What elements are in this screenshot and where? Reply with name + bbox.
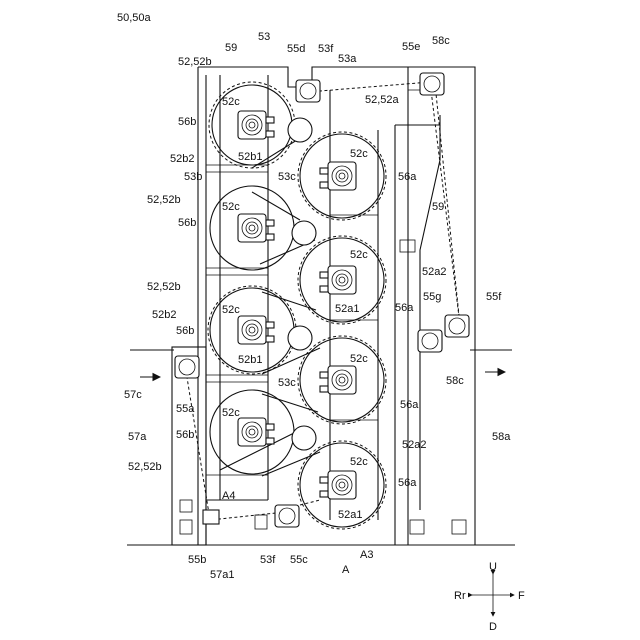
label-53f-top: 53f (318, 43, 334, 55)
label-52b1-2: 52b1 (238, 354, 262, 366)
label-53f-bot: 53f (260, 554, 276, 566)
label-56b-2: 56b (178, 217, 196, 229)
label-58c: 58c (446, 375, 464, 387)
drive-unit (320, 471, 356, 499)
label-52b1-1: 52b1 (238, 151, 262, 163)
idler-1 (288, 118, 312, 142)
drive-unit (238, 418, 274, 446)
label-55b: 55b (188, 554, 206, 566)
label-57a: 57a (128, 431, 147, 443)
label-57c: 57c (124, 389, 142, 401)
label-53b: 53b (184, 171, 202, 183)
label-55d: 55d (287, 43, 305, 55)
label-55f: 55f (486, 291, 502, 303)
foot-2 (180, 520, 192, 534)
label-59-top: 59 (225, 42, 237, 54)
idler-4 (292, 426, 316, 450)
idler-3 (288, 326, 312, 350)
label-52a2-2: 52a2 (402, 439, 426, 451)
drive-unit (320, 266, 356, 294)
foot-3 (255, 515, 267, 529)
label-56b-3: 56b (176, 325, 194, 337)
drive-unit (320, 162, 356, 190)
label-55c: 55c (290, 554, 308, 566)
label-52-52b-4: 52,52b (128, 461, 162, 473)
label-52a2-1: 52a2 (422, 266, 446, 278)
label-52a1-2: 52a1 (338, 509, 362, 521)
label-56a-4: 56a (398, 477, 417, 489)
idler-2 (292, 221, 316, 245)
label-58a: 58a (492, 431, 511, 443)
label-52b2-1: 52b2 (170, 153, 194, 165)
sprocket-55b (203, 510, 219, 524)
direction-indicator (472, 574, 514, 616)
label-56a-1: 56a (398, 171, 417, 183)
label-56a-2: 56a (395, 302, 414, 314)
label-56a-3: 56a (400, 399, 419, 411)
label-53c-2: 53c (278, 377, 296, 389)
label-dir-U: U (489, 561, 497, 573)
label-56b-1: 56b (178, 116, 196, 128)
label-52-52a: 52,52a (365, 94, 400, 106)
figure-ref-label: 50,50a (117, 12, 152, 24)
label-52c-8: 52c (350, 456, 368, 468)
frame-58a (408, 67, 475, 545)
foot-4 (410, 520, 424, 534)
chain-path (185, 82, 460, 520)
label-59-mid: 59 (432, 201, 444, 213)
label-A4: A4 (222, 490, 235, 502)
label-52c-1: 52c (222, 96, 240, 108)
label-A: A (342, 564, 350, 576)
label-52-52b-top: 52,52b (178, 56, 212, 68)
label-52b2-2: 52b2 (152, 309, 176, 321)
label-52-52b-3: 52,52b (147, 281, 181, 293)
label-57a1: 57a1 (210, 569, 234, 581)
label-52a1-1: 52a1 (335, 303, 359, 315)
label-52c-7: 52c (222, 407, 240, 419)
foot-5 (452, 520, 466, 534)
label-dir-Rr: Rr (454, 590, 466, 602)
label-52c-2: 52c (350, 148, 368, 160)
label-A3: A3 (360, 549, 373, 561)
label-55g: 55g (423, 291, 441, 303)
label-52c-3: 52c (222, 201, 240, 213)
label-dir-F: F (518, 590, 525, 602)
foot-1 (180, 500, 192, 512)
label-56b-4: 56b (176, 429, 194, 441)
label-55e: 55e (402, 41, 420, 53)
label-52c-5: 52c (222, 304, 240, 316)
label-53c-1: 53c (278, 171, 296, 183)
drive-unit (238, 111, 274, 139)
label-53a: 53a (338, 53, 357, 65)
idlers-53c (288, 118, 316, 450)
feet (180, 500, 466, 534)
drive-unit (320, 366, 356, 394)
label-52c-6: 52c (350, 353, 368, 365)
label-52-52b-2: 52,52b (147, 194, 181, 206)
pulleys-56a (300, 134, 384, 527)
label-52c-4: 52c (350, 249, 368, 261)
label-53: 53 (258, 31, 270, 43)
label-58c-top: 58c (432, 35, 450, 47)
label-dir-D: D (489, 621, 497, 633)
drive-unit (238, 316, 274, 344)
drive-unit (238, 214, 274, 242)
label-55a: 55a (176, 403, 195, 415)
